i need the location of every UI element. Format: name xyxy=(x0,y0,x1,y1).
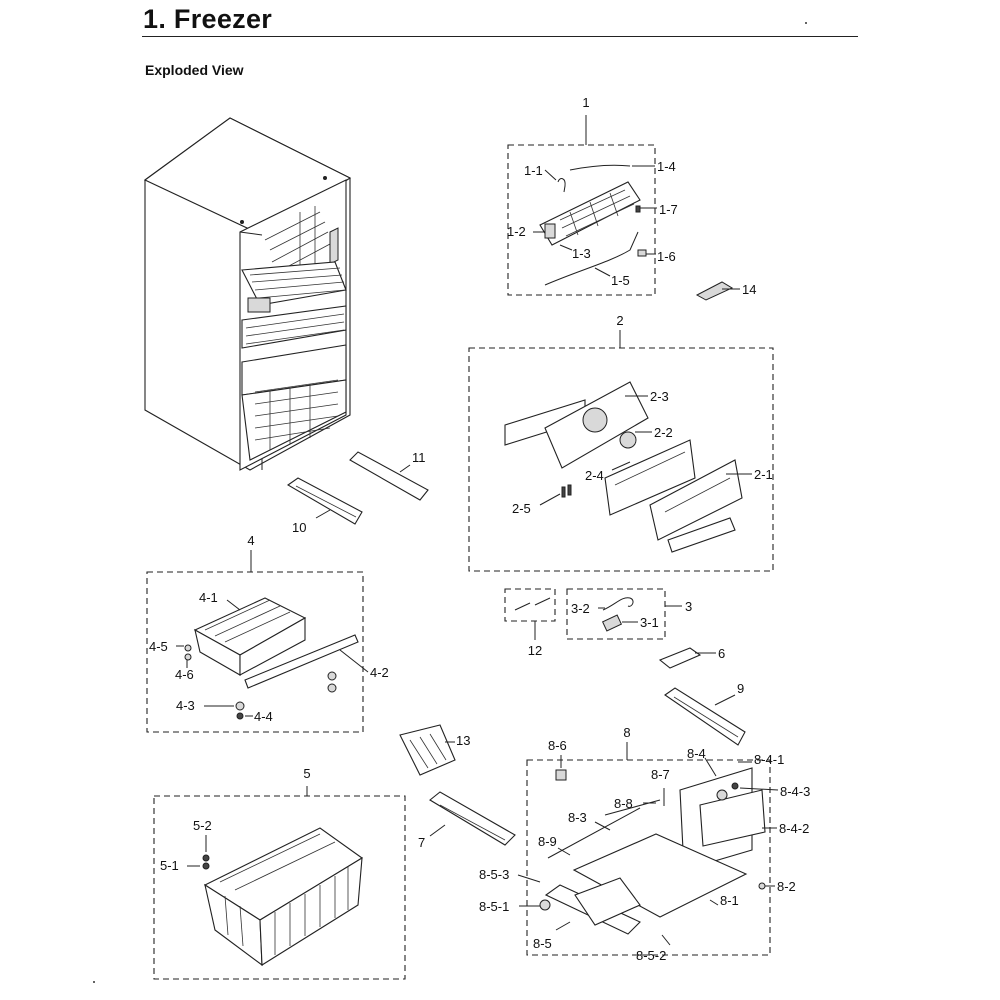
part-label-1-2: 1-2 xyxy=(507,224,526,239)
part-label-14: 14 xyxy=(742,282,756,297)
part-1-group-box xyxy=(507,144,656,296)
part-label-6: 6 xyxy=(718,646,725,661)
part-label-5-2: 5-2 xyxy=(193,818,212,833)
part-13-ice-tray xyxy=(399,724,456,776)
part-label-2-5: 2-5 xyxy=(512,501,531,516)
part-6-bracket xyxy=(658,647,702,669)
part-label-1-7: 1-7 xyxy=(659,202,678,217)
part-label-4-2: 4-2 xyxy=(370,665,389,680)
part-label-8-3: 8-3 xyxy=(568,810,587,825)
part-11-rail xyxy=(349,451,429,501)
part-3-1-thermistor xyxy=(601,614,623,632)
part-label-8-5-2: 8-5-2 xyxy=(636,948,666,963)
part-3-group-box xyxy=(566,588,666,640)
part-label-8-1: 8-1 xyxy=(720,893,739,908)
part-label-4-3: 4-3 xyxy=(176,698,195,713)
part-12-group-box xyxy=(504,588,556,622)
part-label-1-3: 1-3 xyxy=(572,246,591,261)
part-label-5-1: 5-1 xyxy=(160,858,179,873)
refrigerator-cabinet xyxy=(143,117,352,471)
part-label-8-8: 8-8 xyxy=(614,796,633,811)
part-label-8-4: 8-4 xyxy=(687,746,706,761)
part-8-group-box xyxy=(526,759,771,956)
part-label-3: 3 xyxy=(685,599,692,614)
part-2-group-box xyxy=(468,347,774,572)
part-14-clip xyxy=(695,281,734,301)
part-label-4-6: 4-6 xyxy=(175,667,194,682)
part-label-1-1: 1-1 xyxy=(524,163,543,178)
part-label-3-1: 3-1 xyxy=(640,615,659,630)
part-label-12: 12 xyxy=(528,643,542,658)
part-label-4-1: 4-1 xyxy=(199,590,218,605)
part-label-2: 2 xyxy=(616,313,623,328)
part-label-10: 10 xyxy=(292,520,306,535)
part-label-1: 1 xyxy=(582,95,589,110)
part-label-8-4-2: 8-4-2 xyxy=(779,821,809,836)
part-label-8: 8 xyxy=(623,725,630,740)
part-label-4-4: 4-4 xyxy=(254,709,273,724)
part-label-8-7: 8-7 xyxy=(651,767,670,782)
part-label-1-6: 1-6 xyxy=(657,249,676,264)
part-label-4-5: 4-5 xyxy=(149,639,168,654)
part-label-8-5: 8-5 xyxy=(533,936,552,951)
part-label-9: 9 xyxy=(737,681,744,696)
part-label-8-5-1: 8-5-1 xyxy=(479,899,509,914)
part-label-8-2: 8-2 xyxy=(777,879,796,894)
part-label-8-5-3: 8-5-3 xyxy=(479,867,509,882)
freezer-basket xyxy=(202,827,363,967)
part-label-8-4-3: 8-4-3 xyxy=(780,784,810,799)
part-label-2-3: 2-3 xyxy=(650,389,669,404)
part-label-13: 13 xyxy=(456,733,470,748)
part-label-5: 5 xyxy=(303,766,310,781)
page-title: 1. Freezer xyxy=(143,4,273,34)
part-5-group-box xyxy=(153,795,406,980)
title-rule xyxy=(142,36,858,37)
freezer-drawer-assembly xyxy=(184,597,359,720)
part-label-1-4: 1-4 xyxy=(657,159,676,174)
part-label-8-9: 8-9 xyxy=(538,834,557,849)
part-label-4: 4 xyxy=(247,533,254,548)
evaporator-cover-assembly xyxy=(504,381,743,553)
part-label-8-6: 8-6 xyxy=(548,738,567,753)
part-label-2-2: 2-2 xyxy=(654,425,673,440)
slide-rail-assembly xyxy=(539,767,766,935)
part-label-8-4-1: 8-4-1 xyxy=(754,752,784,767)
part-label-2-1: 2-1 xyxy=(754,467,773,482)
part-7-rail xyxy=(429,791,516,846)
control-box-assembly xyxy=(539,164,647,286)
part-label-3-2: 3-2 xyxy=(571,601,590,616)
part-label-2-4: 2-4 xyxy=(585,468,604,483)
page-subtitle: Exploded View xyxy=(145,62,244,78)
part-label-11: 11 xyxy=(412,450,426,465)
part-label-1-5: 1-5 xyxy=(611,273,630,288)
part-label-7: 7 xyxy=(418,835,425,850)
part-4-group-box xyxy=(146,571,364,733)
